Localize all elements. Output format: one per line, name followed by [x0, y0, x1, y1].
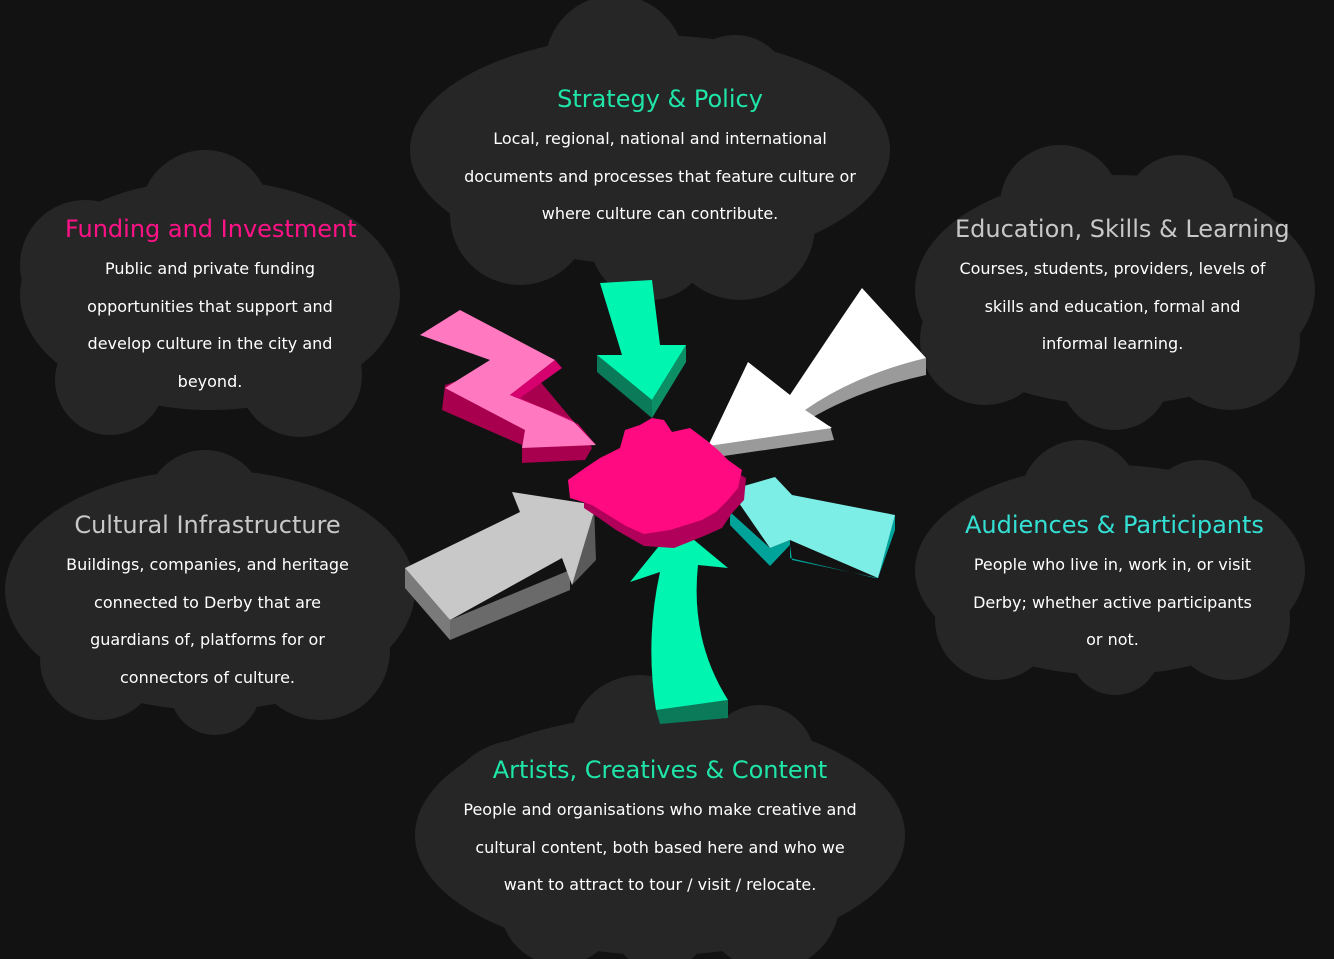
- node-education: Education, Skills & Learning Courses, st…: [955, 214, 1290, 363]
- node-title: Audiences & Participants: [965, 511, 1264, 539]
- cloud-funding: [20, 150, 400, 437]
- white-curved-arrow: [708, 288, 926, 458]
- node-title: Education, Skills & Learning: [955, 215, 1290, 243]
- node-description: People and organisations who make creati…: [463, 800, 857, 894]
- node-artists: Artists, Creatives & Content People and …: [455, 755, 865, 904]
- pink-zigzag-arrow: [420, 310, 596, 463]
- node-description: People who live in, work in, or visit De…: [973, 555, 1252, 649]
- node-description: Local, regional, national and internatio…: [464, 129, 856, 223]
- node-title: Cultural Infrastructure: [74, 511, 341, 539]
- node-title: Artists, Creatives & Content: [492, 756, 828, 784]
- grey-block-arrow: [405, 492, 596, 640]
- green-curved-up-arrow: [630, 525, 728, 724]
- cloud-education: [915, 145, 1315, 430]
- node-strategy: Strategy & Policy Local, regional, natio…: [450, 84, 870, 233]
- node-title: Strategy & Policy: [557, 85, 763, 113]
- node-audiences: Audiences & Participants People who live…: [965, 510, 1264, 659]
- cloud-strategy: [410, 0, 890, 300]
- cloud-audiences: [915, 440, 1305, 695]
- cloud-infrastructure: [5, 450, 415, 735]
- teal-block-arrow: [730, 477, 895, 578]
- node-title: Funding and Investment: [65, 215, 357, 243]
- node-description: Public and private funding opportunities…: [87, 259, 333, 391]
- node-description: Courses, students, providers, levels of …: [959, 259, 1266, 353]
- green-short-down-arrow: [597, 280, 686, 418]
- node-funding: Funding and Investment Public and privat…: [65, 214, 357, 400]
- node-description: Buildings, companies, and heritage conne…: [66, 555, 349, 687]
- cloud-artists: [415, 675, 905, 959]
- center-map-shape: [568, 418, 746, 548]
- node-infrastructure: Cultural Infrastructure Buildings, compa…: [55, 510, 360, 696]
